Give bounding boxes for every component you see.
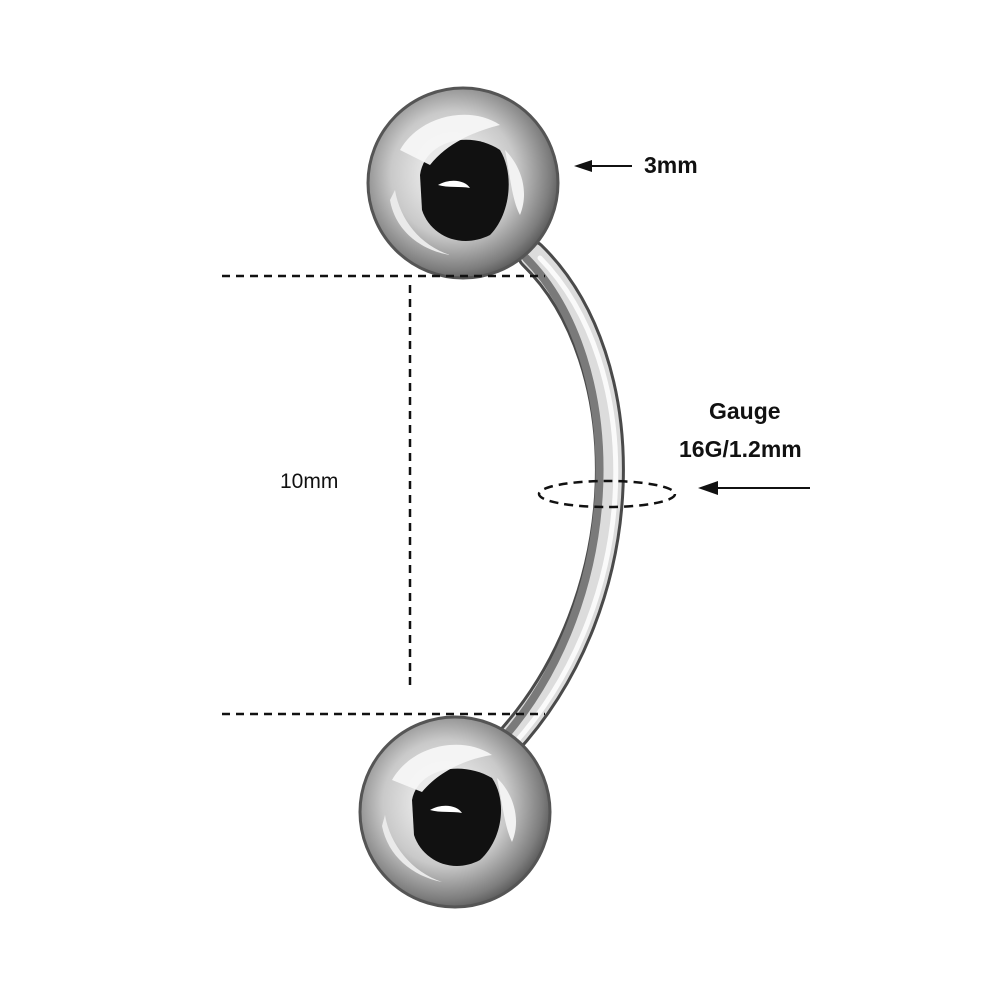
length-label: 10mm xyxy=(280,470,339,493)
top-ball xyxy=(366,86,560,280)
length-dimension xyxy=(222,274,545,716)
gauge-title: Gauge xyxy=(709,398,781,424)
gauge-value: 16G/1.2mm xyxy=(679,436,802,462)
bottom-ball xyxy=(358,715,552,909)
ball-size-label: 3mm xyxy=(644,152,698,178)
gauge-indicator xyxy=(537,479,810,509)
curved-bar xyxy=(490,240,625,760)
ball-size-arrow xyxy=(574,160,632,172)
